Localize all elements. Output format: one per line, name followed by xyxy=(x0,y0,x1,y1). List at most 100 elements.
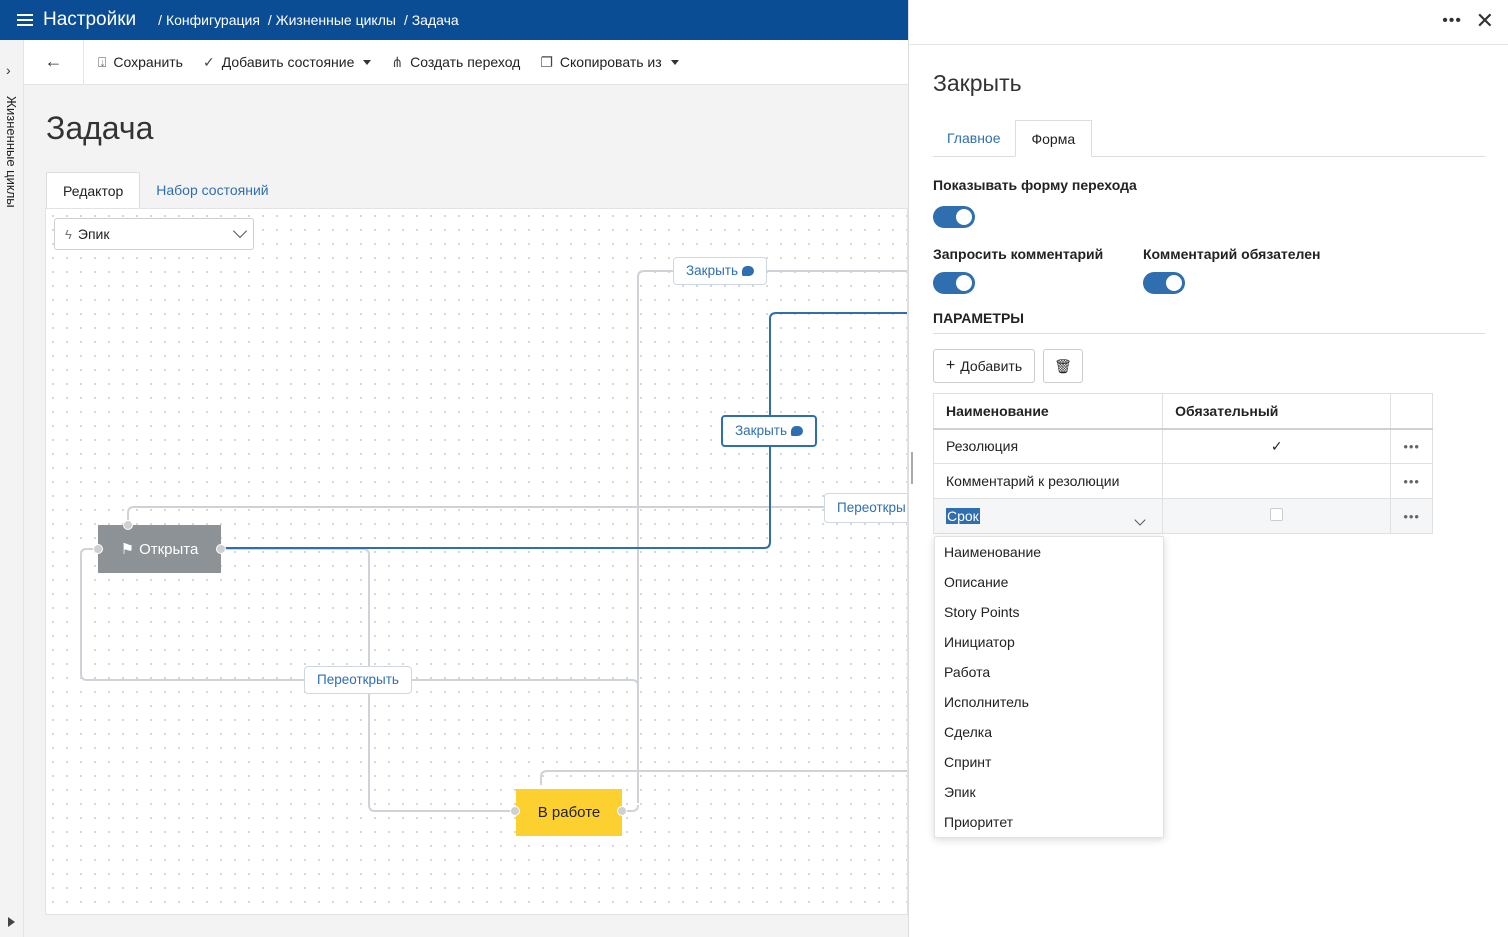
cell-required-checkbox[interactable] xyxy=(1162,498,1392,534)
state-port[interactable] xyxy=(510,806,520,816)
tab-editor[interactable]: Редактор xyxy=(46,172,141,209)
type-filter-value: Эпик xyxy=(77,226,110,242)
tab-main[interactable]: Главное xyxy=(947,130,1001,146)
table-row-editing[interactable]: Срок ••• xyxy=(932,498,1433,534)
request-comment-toggle[interactable] xyxy=(933,272,975,294)
chevron-down-icon xyxy=(232,223,248,239)
dropdown-option[interactable]: Наименование xyxy=(944,544,1042,560)
type-filter-select[interactable]: ϟ Эпик xyxy=(54,218,254,250)
copy-icon: ❐ xyxy=(540,53,553,70)
comment-bubble-icon xyxy=(742,266,754,276)
create-transition-label: Создать переход xyxy=(410,54,521,70)
transition-label-close-top[interactable]: Закрыть xyxy=(673,257,767,285)
table-row[interactable]: Комментарий к резолюции ••• xyxy=(932,463,1433,499)
diagram-canvas[interactable]: ϟ Эпик Закрыть Закрыть Переоткры Переотк… xyxy=(45,208,908,915)
panel-title: Закрыть xyxy=(933,70,1022,96)
delete-parameter-button[interactable]: 🗑 xyxy=(1043,349,1083,383)
panel-tabs: Главное Форма xyxy=(933,120,1485,157)
transition-label-close-selected[interactable]: Закрыть xyxy=(721,415,817,447)
save-icon: ⍗ xyxy=(98,53,107,70)
trash-icon: 🗑 xyxy=(1054,357,1072,374)
state-open[interactable]: ⚑ Открыта xyxy=(98,525,221,573)
dropdown-option[interactable]: Инициатор xyxy=(944,634,1015,650)
more-options-icon[interactable]: ••• xyxy=(1442,12,1462,29)
transition-label-reopen-right[interactable]: Переоткры xyxy=(824,493,907,523)
breadcrumb-configuration[interactable]: / Конфигурация xyxy=(158,12,260,28)
dropdown-option[interactable]: Приоритет xyxy=(944,814,1014,830)
tab-form[interactable]: Форма xyxy=(1014,120,1093,157)
panel-resize-handle[interactable] xyxy=(911,452,913,484)
column-header-actions xyxy=(1390,393,1433,430)
transition-label-reopen-bottom[interactable]: Переоткрыть xyxy=(304,666,412,694)
back-arrow-icon[interactable]: ← xyxy=(24,39,84,85)
save-button[interactable]: ⍗ Сохранить xyxy=(98,54,183,71)
cell-name-select[interactable]: Срок xyxy=(932,498,1164,534)
selected-field-text[interactable]: Срок xyxy=(946,508,980,524)
tab-state-set[interactable]: Набор состояний xyxy=(156,182,269,198)
cell-name[interactable]: Комментарий к резолюции xyxy=(932,463,1164,499)
edge-work-out xyxy=(622,804,639,812)
expand-chevron-icon[interactable]: › xyxy=(6,62,11,78)
add-state-label: Добавить состояние xyxy=(221,54,355,70)
transition-edges xyxy=(80,270,907,812)
cell-required[interactable] xyxy=(1162,463,1392,499)
dropdown-option[interactable]: Эпик xyxy=(944,784,976,800)
table-header-row: Наименование Обязательный xyxy=(932,393,1433,430)
rail-label-lifecycles[interactable]: Жизненные циклы xyxy=(4,96,19,208)
edge-right-to-work xyxy=(540,770,907,785)
save-label: Сохранить xyxy=(113,54,183,70)
row-more-icon[interactable]: ••• xyxy=(1390,463,1433,499)
add-state-button[interactable]: ✓ Добавить состояние xyxy=(203,54,372,71)
state-in-progress[interactable]: В работе xyxy=(516,789,622,836)
dropdown-option[interactable]: Описание xyxy=(944,574,1009,590)
left-rail: › Жизненные циклы xyxy=(0,40,24,937)
state-in-progress-label: В работе xyxy=(537,804,601,821)
transition-label-text: Переоткрыть xyxy=(317,672,399,687)
toolbar: ← ⍗ Сохранить ✓ Добавить состояние ⋔ Соз… xyxy=(24,39,908,85)
close-icon[interactable]: ✕ xyxy=(1475,8,1494,33)
caret-down-icon xyxy=(670,59,679,65)
required-checkbox[interactable] xyxy=(1270,508,1284,521)
state-port[interactable] xyxy=(123,520,133,530)
comment-bubble-icon xyxy=(791,426,803,436)
app-title[interactable]: Настройки xyxy=(43,9,137,30)
cell-required-check[interactable]: ✓ xyxy=(1162,428,1392,464)
row-more-icon[interactable]: ••• xyxy=(1390,428,1433,464)
hamburger-menu-icon[interactable] xyxy=(17,14,33,26)
state-port[interactable] xyxy=(93,544,103,554)
hierarchy-icon: ⋔ xyxy=(391,53,404,70)
chevron-down-icon[interactable] xyxy=(1134,514,1146,526)
create-transition-button[interactable]: ⋔ Создать переход xyxy=(391,54,520,71)
dropdown-option[interactable]: Story Points xyxy=(944,604,1020,620)
parameters-section-header: ПАРАМЕТРЫ xyxy=(933,310,1485,334)
editor-tabs: Редактор Набор состояний xyxy=(46,172,285,209)
plus-icon: + xyxy=(945,357,956,374)
state-port[interactable] xyxy=(617,806,627,816)
play-icon[interactable] xyxy=(8,917,15,927)
show-form-label: Показывать форму перехода xyxy=(933,177,1137,193)
show-form-toggle[interactable] xyxy=(933,206,975,228)
dropdown-option[interactable]: Спринт xyxy=(944,754,992,770)
field-dropdown-list: Наименование Описание Story Points Иници… xyxy=(934,536,1164,838)
state-port[interactable] xyxy=(216,544,226,554)
breadcrumb-lifecycles[interactable]: / Жизненные циклы xyxy=(267,12,396,28)
caret-down-icon xyxy=(363,59,372,65)
comment-required-toggle[interactable] xyxy=(1143,272,1185,294)
dropdown-option[interactable]: Сделка xyxy=(944,724,992,740)
add-parameter-button[interactable]: + Добавить xyxy=(933,349,1035,383)
transition-label-text: Переоткры xyxy=(837,500,906,515)
flag-icon: ⚑ xyxy=(120,541,135,558)
bolt-icon: ϟ xyxy=(65,226,72,242)
row-more-icon[interactable]: ••• xyxy=(1390,498,1433,534)
page-title: Задача xyxy=(46,110,154,146)
add-parameter-label: Добавить xyxy=(960,358,1023,374)
edge-reopen-loop xyxy=(80,548,639,803)
table-row[interactable]: Резолюция ✓ ••• xyxy=(932,428,1433,464)
copy-from-button[interactable]: ❐ Скопировать из xyxy=(540,53,679,71)
column-header-name[interactable]: Наименование xyxy=(932,393,1164,430)
dropdown-option[interactable]: Исполнитель xyxy=(944,694,1029,710)
breadcrumb: / Конфигурация / Жизненные циклы / Задач… xyxy=(158,12,459,28)
column-header-required[interactable]: Обязательный xyxy=(1162,393,1392,430)
cell-name[interactable]: Резолюция xyxy=(932,428,1164,464)
dropdown-option[interactable]: Работа xyxy=(944,664,991,680)
